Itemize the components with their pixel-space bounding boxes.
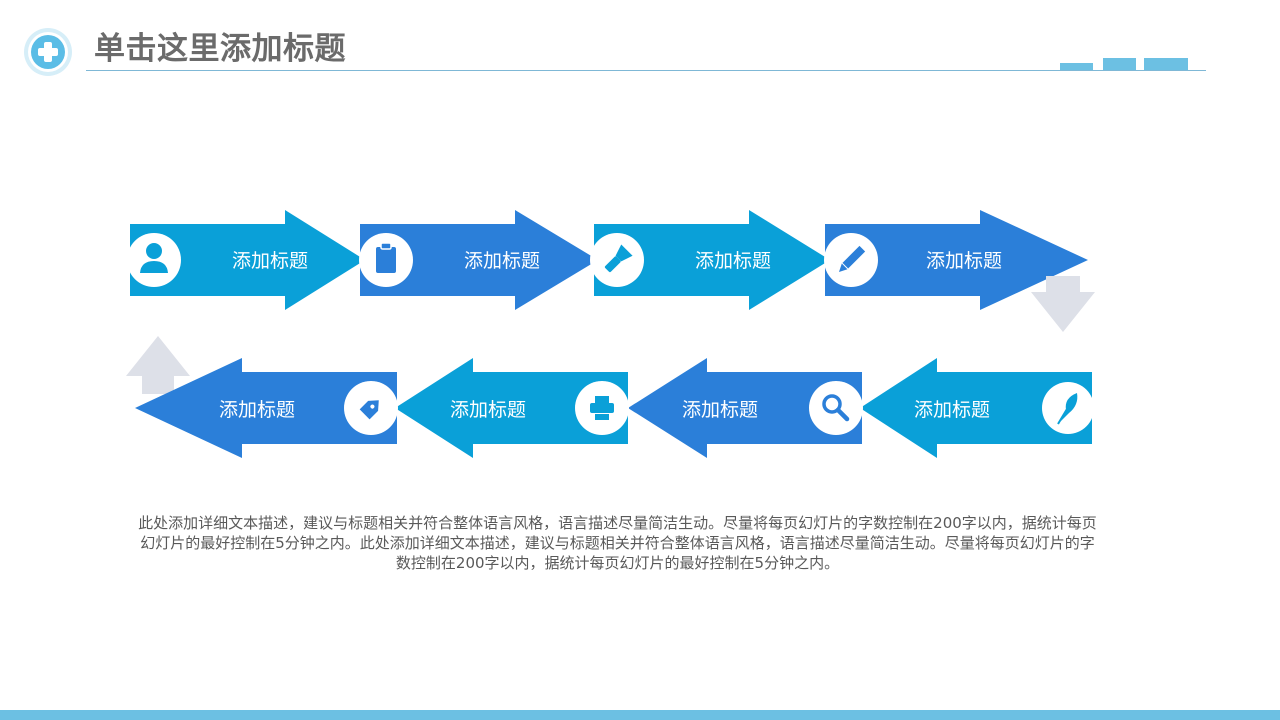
step-label-6: 添加标题: [681, 399, 758, 421]
tag-icon: [344, 381, 398, 435]
process-arrow-3: [594, 210, 830, 310]
process-arrow-7: [395, 358, 628, 458]
header-deco-bar-1: [1060, 63, 1093, 70]
process-arrow-5: [860, 358, 1092, 458]
connector-up-arrow: [126, 336, 190, 394]
clipboard-icon: [359, 233, 413, 287]
step-label-1: 添加标题: [231, 250, 308, 272]
step-label-2: 添加标题: [463, 250, 540, 272]
connector-down-arrow: [1031, 276, 1095, 332]
user-icon: [127, 233, 181, 287]
pencil-icon: [824, 233, 878, 287]
process-arrow-6: [628, 358, 862, 458]
footer-bar: [0, 710, 1280, 720]
step-label-5: 添加标题: [913, 399, 990, 421]
medical-cross-logo-icon: [24, 28, 72, 76]
step-label-8: 添加标题: [218, 399, 295, 421]
process-arrow-1: [130, 210, 365, 310]
header-deco-bar-2: [1103, 58, 1136, 70]
title-underline: [86, 70, 1206, 71]
description-text: 此处添加详细文本描述，建议与标题相关并符合整体语言风格，语言描述尽量简洁生动。尽…: [138, 514, 1097, 572]
feather-icon: [1042, 382, 1094, 434]
process-arrow-4: [825, 210, 1088, 310]
step-label-4: 添加标题: [925, 250, 1002, 272]
step-label-7: 添加标题: [449, 399, 526, 421]
printer-icon: [575, 381, 629, 435]
process-arrow-8: [135, 358, 397, 458]
flashlight-icon: [590, 233, 644, 287]
page-title: 单击这里添加标题: [94, 31, 346, 67]
step-label-3: 添加标题: [694, 250, 771, 272]
header-deco-bar-3: [1144, 58, 1188, 70]
search-icon: [809, 381, 863, 435]
process-arrow-2: [360, 210, 598, 310]
